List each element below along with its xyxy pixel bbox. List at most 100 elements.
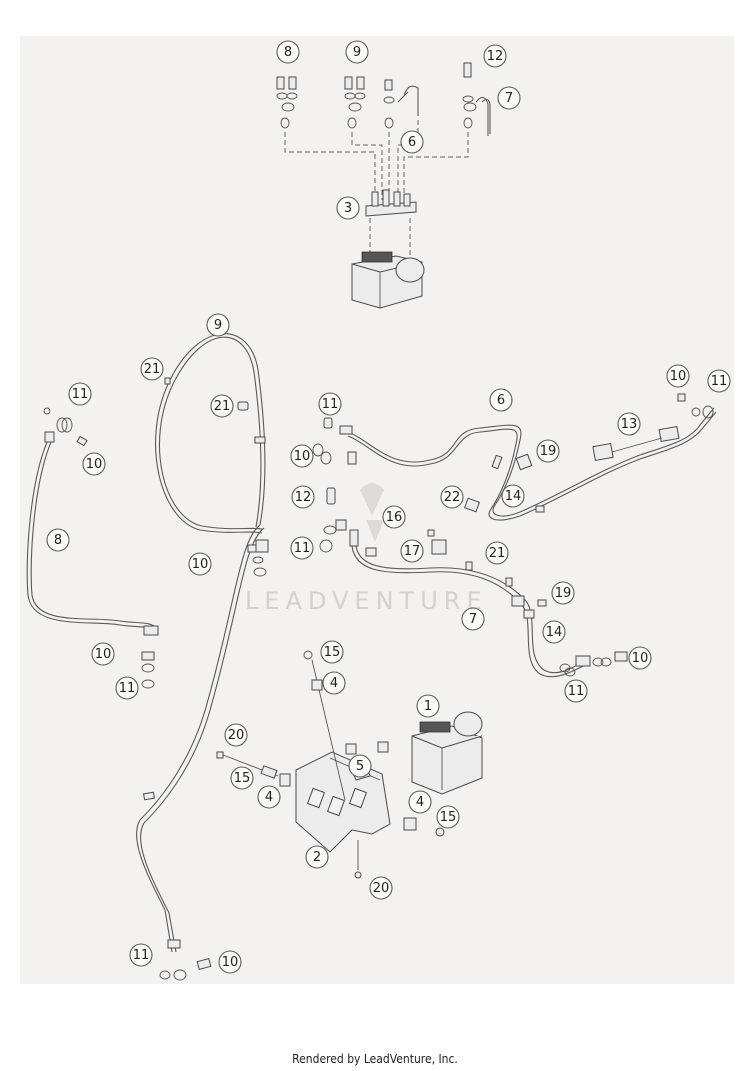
callout-number: 21	[489, 546, 506, 561]
callout-number: 12	[487, 49, 504, 64]
callout-number: 10	[86, 457, 103, 472]
watermark-text: LEADVENTURE	[245, 587, 488, 615]
callout-11: 11	[318, 392, 342, 416]
callout-10: 10	[188, 552, 212, 576]
callout-number: 10	[95, 647, 112, 662]
callout-number: 9	[214, 318, 222, 333]
callout-11: 11	[68, 382, 92, 406]
callout-4: 4	[257, 785, 281, 809]
callout-number: 13	[621, 417, 638, 432]
callout-8: 8	[276, 40, 300, 64]
brake-line-7	[349, 529, 628, 678]
callout-number: 11	[294, 541, 311, 556]
callout-3: 3	[336, 196, 360, 220]
fitting-group-9	[344, 76, 395, 129]
callout-11: 11	[707, 369, 731, 393]
watermark-logo	[360, 483, 384, 542]
callout-8: 8	[46, 528, 70, 552]
callout-number: 15	[440, 810, 457, 825]
callout-20: 20	[224, 723, 248, 747]
callout-21: 21	[210, 394, 234, 418]
callout-number: 3	[344, 201, 352, 216]
callout-number: 4	[330, 676, 338, 691]
callout-number: 10	[670, 369, 687, 384]
callout-11: 11	[564, 679, 588, 703]
callout-number: 11	[72, 387, 89, 402]
callout-10: 10	[290, 444, 314, 468]
callout-number: 7	[505, 91, 513, 106]
callout-17: 17	[400, 539, 424, 563]
callout-number: 20	[228, 728, 245, 743]
sensor-12	[463, 62, 472, 78]
callout-number: 10	[632, 651, 649, 666]
callout-11: 11	[290, 536, 314, 560]
callout-number: 21	[214, 399, 231, 414]
callout-number: 1	[424, 699, 432, 714]
callout-4: 4	[408, 790, 432, 814]
callout-number: 20	[373, 881, 390, 896]
callout-number: 15	[324, 645, 341, 660]
callout-number: 10	[294, 449, 311, 464]
callout-2: 2	[305, 845, 329, 869]
callout-number: 5	[356, 759, 364, 774]
center-small-parts	[312, 417, 547, 619]
callout-number: 4	[265, 790, 273, 805]
abs-unit-top	[351, 251, 425, 309]
brake-line-9	[136, 333, 267, 953]
footer-credit: Rendered by LeadVenture, Inc.	[292, 1052, 458, 1066]
callout-number: 11	[568, 684, 585, 699]
callout-number: 6	[408, 135, 416, 150]
left-small-parts	[43, 377, 269, 981]
callout-number: 11	[133, 948, 150, 963]
brake-line-8	[26, 431, 159, 636]
callout-number: 10	[192, 557, 209, 572]
callout-number: 16	[386, 510, 403, 525]
callout-22: 22	[440, 485, 464, 509]
callout-number: 12	[295, 490, 312, 505]
callout-number: 19	[555, 586, 572, 601]
bracket-2	[295, 751, 391, 853]
callout-number: 8	[54, 533, 62, 548]
callout-10: 10	[218, 950, 242, 974]
callout-6: 6	[489, 388, 513, 412]
brake-line-6	[339, 424, 522, 521]
callout-15: 15	[320, 640, 344, 664]
callout-15: 15	[230, 766, 254, 790]
callout-number: 8	[284, 45, 292, 60]
callout-21: 21	[140, 357, 164, 381]
mounting-plate-3	[365, 189, 417, 217]
callout-number: 11	[322, 397, 339, 412]
callout-number: 9	[353, 45, 361, 60]
callout-number: 11	[119, 681, 136, 696]
callout-12: 12	[291, 485, 315, 509]
top-assembly	[276, 62, 491, 309]
abs-unit-1	[411, 711, 483, 795]
wiring-harness-13	[519, 393, 717, 517]
callout-number: 6	[497, 393, 505, 408]
callout-19: 19	[536, 439, 560, 463]
callout-1: 1	[416, 694, 440, 718]
callout-20: 20	[369, 876, 393, 900]
fitting-group-8	[276, 76, 298, 129]
callout-number: 14	[546, 625, 563, 640]
callout-10: 10	[91, 642, 115, 666]
callout-19: 19	[551, 581, 575, 605]
callout-21: 21	[485, 541, 509, 565]
callout-number: 14	[505, 489, 522, 504]
callout-number: 7	[469, 612, 477, 627]
callout-number: 15	[234, 771, 251, 786]
callout-7: 7	[461, 607, 485, 631]
callout-number: 22	[444, 490, 461, 505]
callout-10: 10	[82, 452, 106, 476]
callout-number: 2	[313, 850, 321, 865]
callout-11: 11	[115, 676, 139, 700]
callout-15: 15	[436, 805, 460, 829]
callout-9: 9	[206, 313, 230, 337]
callout-14: 14	[542, 620, 566, 644]
callout-number: 11	[711, 374, 728, 389]
callout-number: 10	[222, 955, 239, 970]
callout-number: 17	[404, 544, 421, 559]
